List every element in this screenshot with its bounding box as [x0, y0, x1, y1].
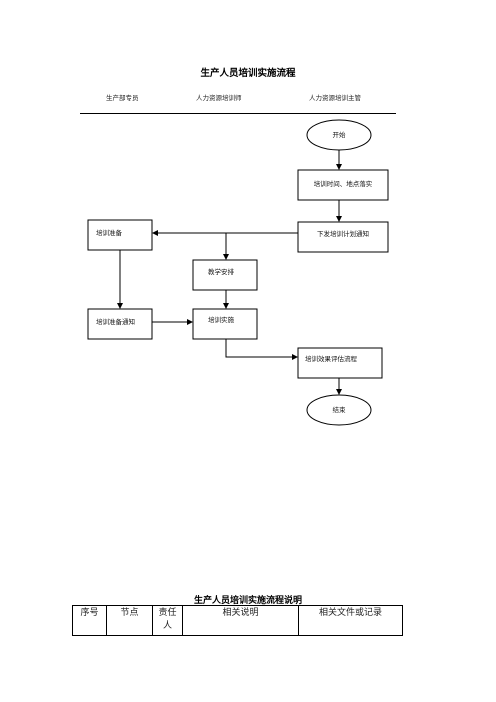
svg-text:培训时间、地点落实: 培训时间、地点落实 — [314, 179, 373, 188]
node-training-implementation: 培训实施 — [192, 308, 258, 340]
col-header-no: 序号 — [72, 605, 107, 636]
svg-text:下发培训计划通知: 下发培训计划通知 — [317, 229, 369, 238]
lane-hr-trainer: 人力资源培训师 — [196, 94, 242, 102]
svg-text:教学安排: 教学安排 — [208, 267, 235, 276]
svg-text:培训实施: 培训实施 — [208, 315, 235, 324]
node-issue-training-notice: 下发培训计划通知 — [297, 221, 389, 253]
col-header-description: 相关说明 — [182, 605, 299, 636]
svg-text:结束: 结束 — [333, 405, 347, 414]
col-header-documents: 相关文件或记录 — [298, 605, 403, 636]
svg-text:培训准备通知: 培训准备通知 — [96, 317, 135, 326]
node-training-preparation: 培训准备 — [87, 219, 153, 251]
lane-production-specialist: 生产部专员 — [106, 94, 139, 102]
start-node: 开始 — [306, 119, 372, 151]
svg-text:开始: 开始 — [333, 130, 347, 139]
header-divider — [80, 113, 396, 114]
table-title: 生产人员培训实施流程说明 — [193, 596, 302, 606]
svg-text:培训效果评估流程: 培训效果评估流程 — [305, 354, 358, 363]
description-table: 序号 节点 责任人 相关说明 相关文件或记录 — [72, 605, 403, 636]
svg-text:培训准备: 培训准备 — [96, 228, 123, 237]
end-node: 结束 — [306, 394, 372, 426]
arrow-implementation-to-evaluation — [225, 339, 298, 360]
col-header-node: 节点 — [106, 605, 153, 636]
col-header-responsible: 责任人 — [152, 605, 183, 636]
flow-connectors — [117, 150, 342, 395]
lane-hr-training-supervisor: 人力资源培训主管 — [309, 94, 361, 102]
page-title: 生产人员培训实施流程 — [200, 68, 296, 79]
node-teaching-arrangement: 教学安排 — [192, 259, 258, 291]
node-preparation-notice: 培训准备通知 — [87, 308, 153, 340]
node-confirm-time-place: 培训时间、地点落实 — [297, 169, 389, 201]
table-header-row: 序号 节点 责任人 相关说明 相关文件或记录 — [72, 605, 403, 636]
node-effect-evaluation: 培训效果评估流程 — [297, 347, 383, 379]
